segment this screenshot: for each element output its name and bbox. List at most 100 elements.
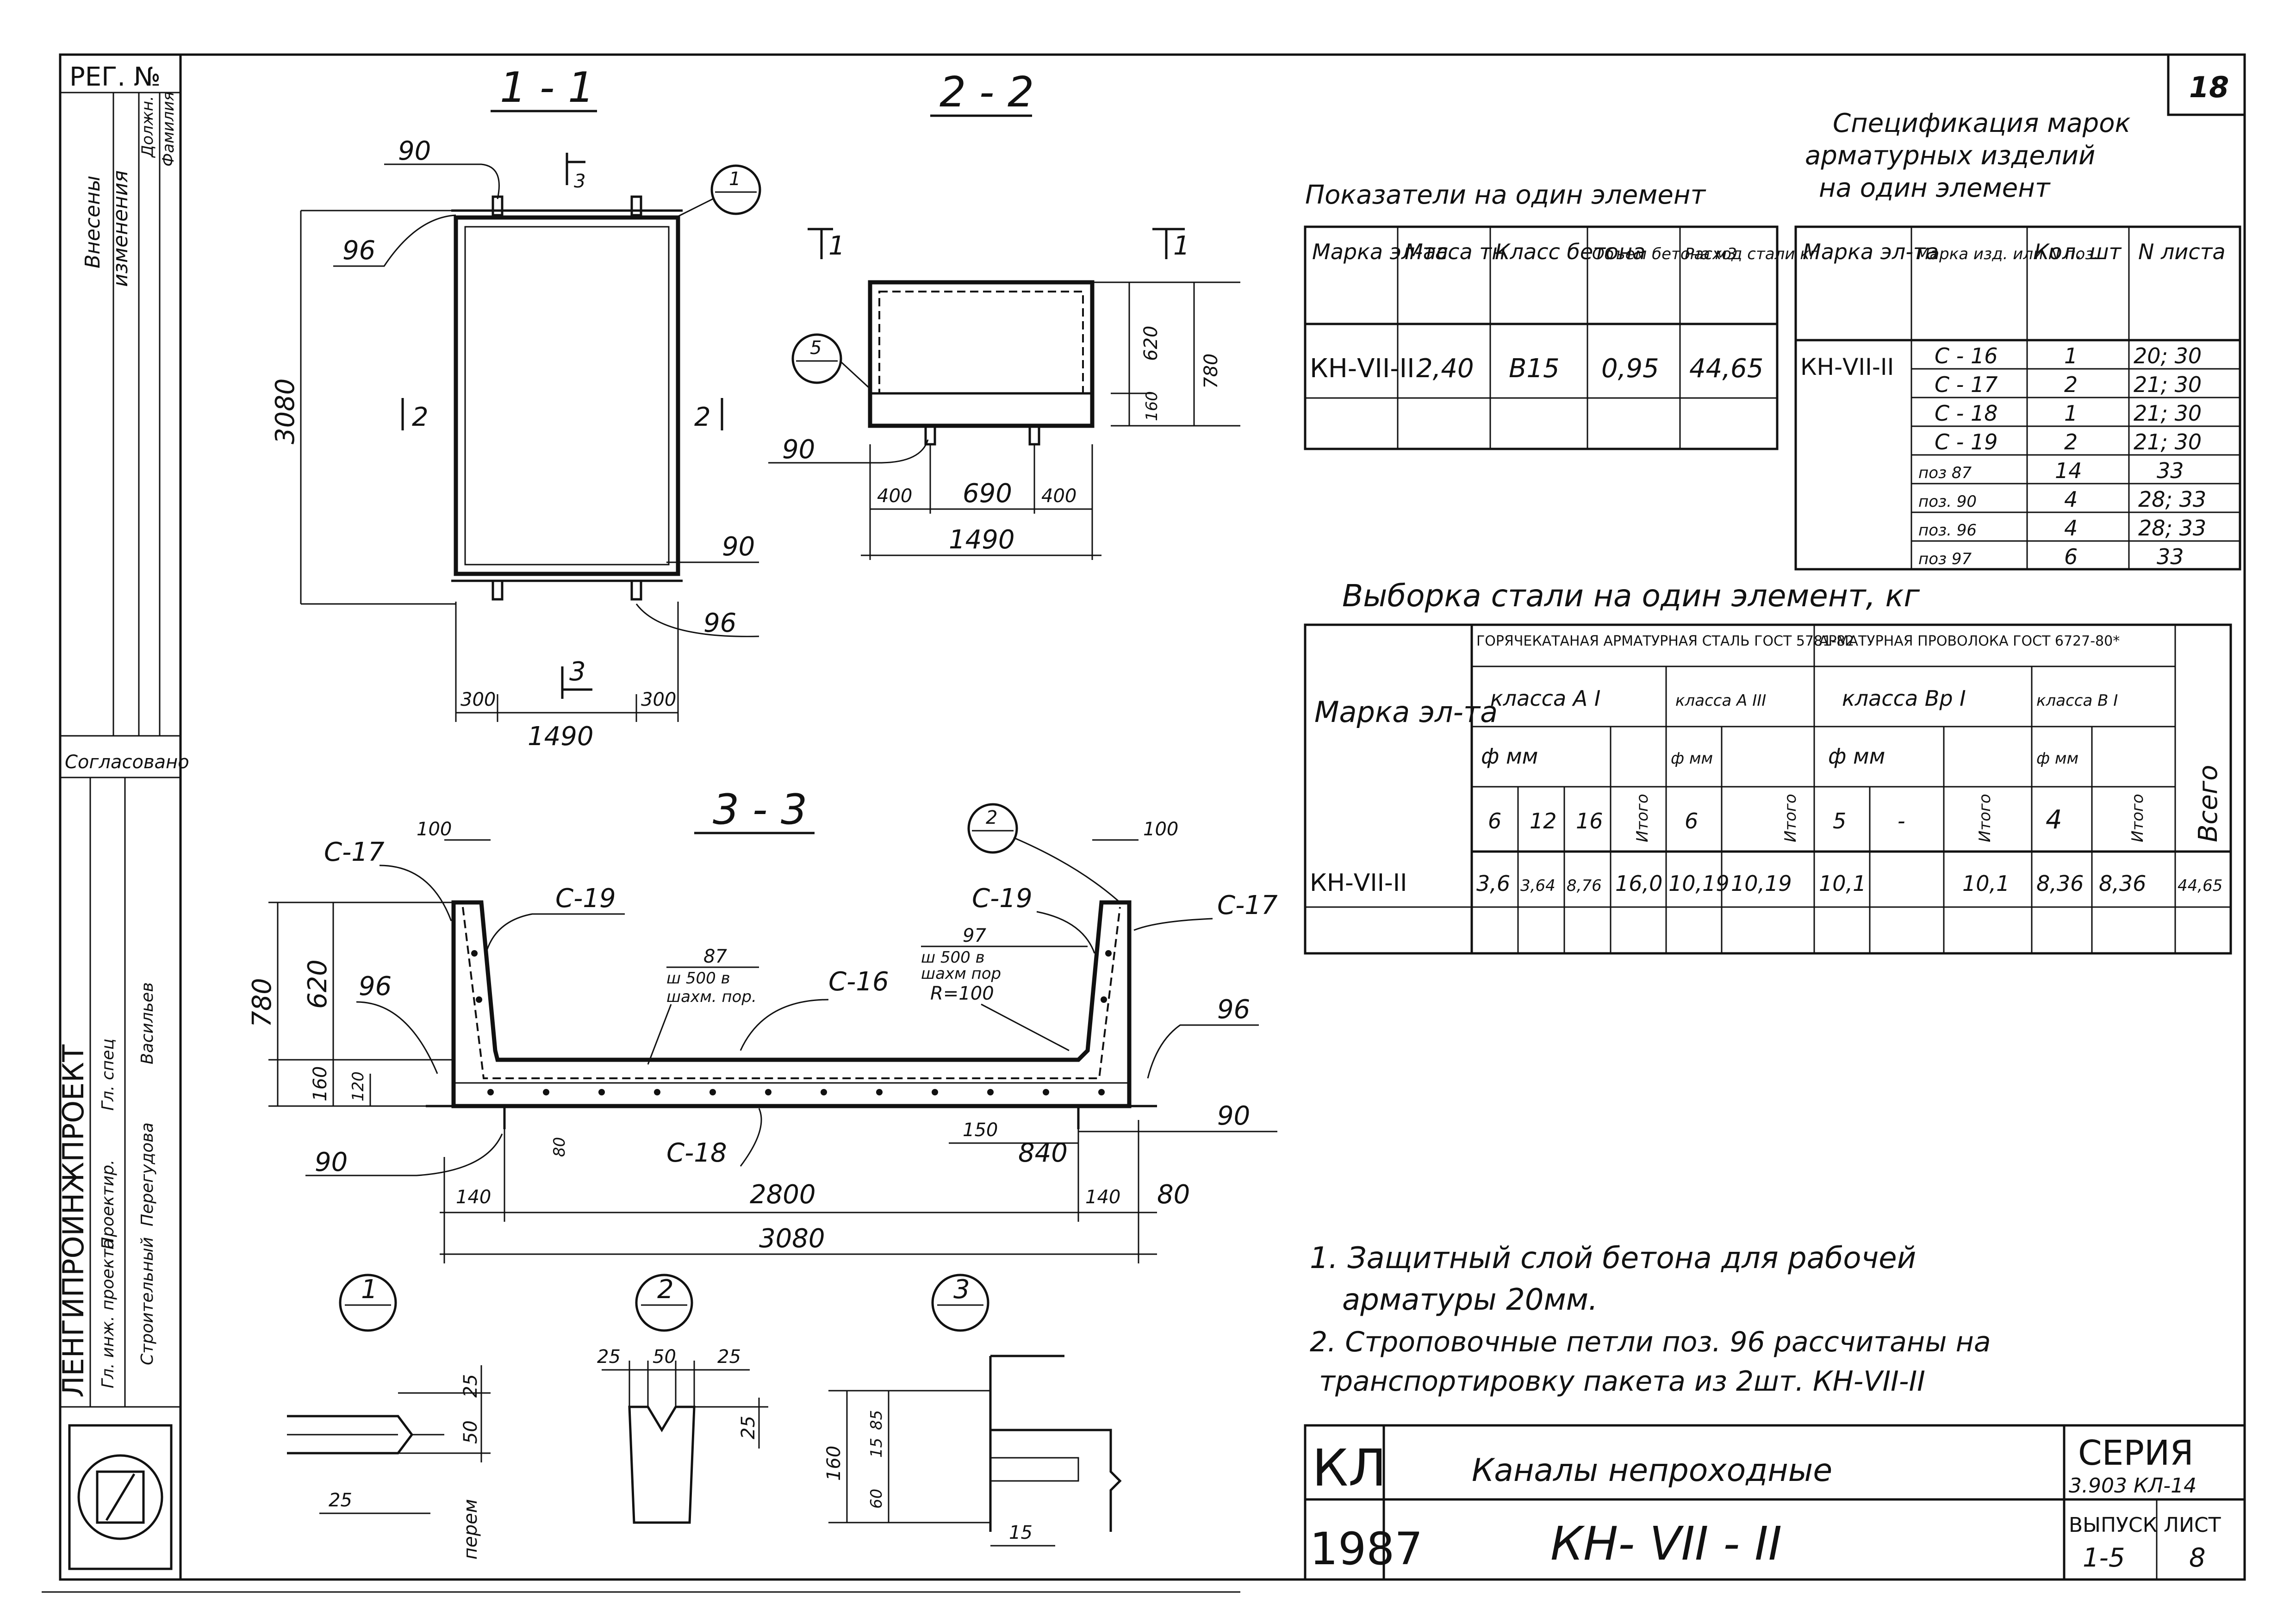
view-2-2: 2 - 2 620 780 160 400 690 400 1490 90 1 …	[768, 68, 1240, 560]
label-90-right: 90	[1217, 1101, 1250, 1131]
dim-3080-v: 3080	[270, 378, 300, 444]
detail-3-dim-60: 60	[867, 1489, 886, 1509]
detail-2-dim-50: 50	[653, 1346, 676, 1368]
spec-row-item: поз 87	[1918, 464, 1972, 482]
changes-header-2: изменения	[109, 170, 132, 287]
steel-class-a1: класса А I	[1490, 686, 1600, 711]
spec-row-sheet: 21; 30	[2134, 401, 2202, 426]
changes-header-1: Внесены	[81, 175, 105, 268]
detail-2-dim-25a: 25	[597, 1346, 621, 1368]
detail-2-dim-25b: 25	[717, 1346, 741, 1368]
dim-100-right: 100	[1143, 819, 1178, 840]
spec-title-1: Спецификация марок	[1833, 108, 2130, 138]
section-title-1-1: 1 - 1	[500, 63, 594, 112]
tb-series-label: СЕРИЯ	[2078, 1433, 2194, 1473]
dim-400-left-v22: 400	[877, 485, 912, 507]
label-c17-left: С-17	[324, 837, 385, 867]
spec-mark: КН-VII-II	[1800, 354, 1894, 380]
cut-1-left-v22: 1	[828, 231, 845, 261]
steel-row-vr-5: 10,1	[1819, 871, 1866, 896]
dim-160-v22: 160	[1143, 391, 1161, 421]
spec-row-sheet: 28; 33	[2138, 487, 2206, 512]
steel-group-2: АРМАТУРНАЯ ПРОВОЛОКА ГОСТ 6727-80*	[1819, 633, 2120, 649]
dim-400-right-v22: 400	[1041, 485, 1076, 507]
detail-1-number: 1	[361, 1275, 378, 1305]
table-steel: Выборка стали на один элемент, кг Марка …	[1304, 578, 2232, 955]
spec-row-item: С - 18	[1935, 401, 1998, 426]
note-2a: 2. Строповочные петли поз. 96 рассчитаны…	[1310, 1326, 1991, 1358]
role-2: Проектир.	[99, 1159, 118, 1250]
tb-mark: КН- VII - II	[1550, 1517, 1782, 1571]
note-1b: арматуры 20мм.	[1342, 1283, 1598, 1317]
detail-2-number: 2	[657, 1275, 674, 1305]
spec-row-item: поз 97	[1918, 550, 1972, 568]
callout-1-view11: 1	[729, 168, 740, 190]
spec-row-item: С - 17	[1935, 372, 1998, 397]
steel-dia-3: ф мм	[1828, 744, 1885, 769]
table-spec: Спецификация марок арматурных изделий на…	[1794, 108, 2241, 571]
dim-160-v33: 160	[310, 1066, 331, 1101]
detail-1-dim-25b: 25	[329, 1490, 352, 1511]
dim-840: 840	[1018, 1138, 1068, 1168]
label-pos-97-note2: шахм пор	[921, 964, 1001, 983]
sheet-number: 18	[2189, 70, 2229, 104]
steel-row-v1-4: 8,36	[2036, 871, 2084, 896]
steel-row-a1-16: 8,76	[1567, 877, 1602, 895]
reg-label: РЕГ. №	[69, 62, 161, 92]
ind-steel: 44,65	[1689, 354, 1763, 384]
name-2: Перегудова	[138, 1122, 157, 1226]
dim-150: 150	[963, 1119, 998, 1141]
label-c18: С-18	[666, 1138, 727, 1168]
detail-3-dim-160: 160	[823, 1446, 845, 1481]
tb-code: КЛ	[1312, 1438, 1387, 1498]
steel-row-v1-total: 8,36	[2099, 871, 2146, 896]
detail-1: 1 25 50 перем 25	[287, 1274, 491, 1560]
ind-mass: 2,40	[1416, 354, 1474, 384]
steel-group-1: ГОРЯЧЕКАТАНАЯ АРМАТУРНАЯ СТАЛЬ ГОСТ 5781…	[1476, 633, 1854, 649]
label-96-left: 96	[359, 971, 392, 1001]
spec-row-qty: 14	[2055, 458, 2082, 483]
tb-series: 3.903 КЛ-14	[2069, 1474, 2196, 1498]
spec-row-qty: 6	[2064, 544, 2078, 569]
detail-1-perem: перем	[460, 1499, 481, 1560]
steel-row-a1-12: 3,64	[1520, 877, 1556, 895]
dim-140-right: 140	[1085, 1187, 1120, 1208]
left-stamp-strip: РЕГ. № Согласовано Внесены изменения Дол…	[56, 53, 189, 1581]
dim-780-v33: 780	[247, 978, 277, 1027]
table-indicators: Показатели на один элемент Марка эл-та М…	[1304, 180, 1818, 450]
detail-3-dim-15: 15	[867, 1438, 886, 1458]
dim-300-right: 300	[641, 689, 676, 710]
steel-title: Выборка стали на один элемент, кг	[1342, 578, 1920, 614]
leader-90-v22: 90	[782, 435, 815, 465]
label-90-left: 90	[315, 1147, 348, 1177]
role-1: Гл. спец	[99, 1038, 118, 1111]
ind-class: В15	[1509, 354, 1560, 384]
note-1a: 1. Защитный слой бетона для рабочей	[1310, 1241, 1916, 1275]
steel-total-1: Итого	[1633, 794, 1652, 842]
ind-volume: 0,95	[1601, 354, 1659, 384]
slab-section-2-2	[868, 280, 1095, 428]
steel-sub-d16: 16	[1576, 808, 1603, 833]
label-96-right: 96	[1217, 995, 1250, 1025]
steel-dia-4: ф мм	[2036, 749, 2078, 768]
spec-row-qty: 1	[2064, 401, 2078, 426]
view-1-1: 1 - 1 3080 1490 300 300 90 96 90 96	[270, 63, 761, 752]
steel-sub-dash: -	[1898, 808, 1905, 833]
steel-sub-d6: 6	[1488, 808, 1501, 833]
notes: 1. Защитный слой бетона для рабочей арма…	[1310, 1241, 1991, 1398]
view-3-3: 3 - 3 780 620 160 120 80	[247, 785, 1278, 1263]
steel-dia-1: ф мм	[1481, 744, 1538, 769]
spec-row-qty: 1	[2064, 343, 2078, 368]
dim-120-v33: 120	[349, 1071, 367, 1101]
cut-1-right-v22: 1	[1173, 231, 1190, 261]
tb-name: Каналы непроходные	[1472, 1452, 1832, 1489]
agreed-label: Согласовано	[65, 752, 189, 773]
ind-h-steel: Расход стали кг	[1685, 245, 1818, 263]
spec-row-qty: 4	[2064, 487, 2078, 512]
detail-3-number: 3	[953, 1275, 970, 1305]
dim-1490-v11: 1490	[528, 721, 594, 752]
detail-2-dim-25c: 25	[738, 1416, 759, 1439]
steel-total-2: Итого	[1781, 794, 1800, 842]
ind-h-class: Класс бетона	[1495, 239, 1645, 264]
cut-3-top: 3	[574, 171, 585, 192]
